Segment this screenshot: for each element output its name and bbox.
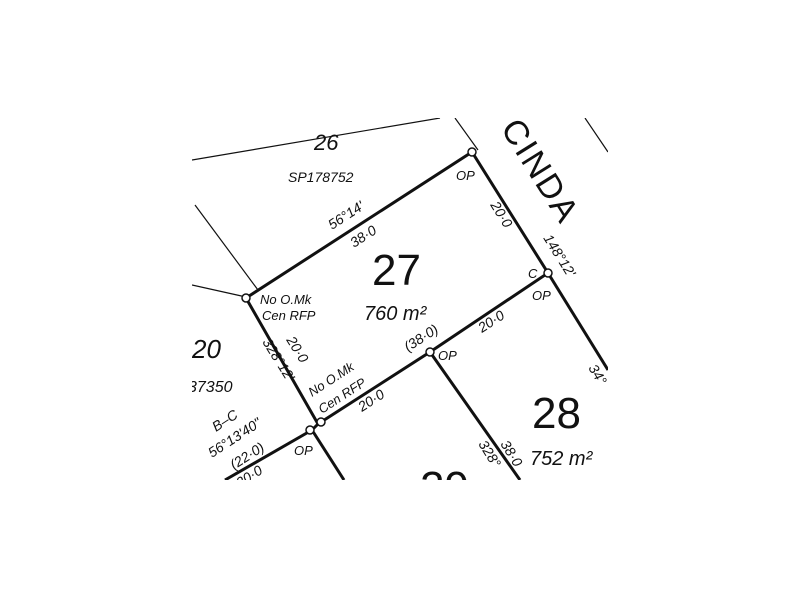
lot28-west-bearing: 328°	[475, 437, 504, 470]
boundary-lot26-lot20	[192, 284, 247, 298]
pin-east	[543, 268, 553, 278]
boundary-lower-left	[224, 428, 313, 480]
lot28-area: 752 m²	[530, 448, 594, 470]
lot29-number: 29	[420, 463, 469, 512]
pin-lower-left	[305, 425, 315, 435]
lot26-plan: SP178752	[288, 169, 354, 185]
boundary-lot26-north	[192, 118, 441, 161]
mark-c: C	[528, 266, 538, 281]
lot27-number: 27	[372, 246, 421, 295]
lot20-plan: 37350	[188, 379, 233, 396]
lot20-number: 20	[191, 334, 221, 364]
no-mark-west-1: No O.Mk	[260, 292, 313, 307]
boundary-lot27	[244, 149, 551, 427]
boundary-lot26-west	[194, 204, 259, 291]
pin-south-mid	[425, 347, 435, 357]
pin-west	[241, 293, 251, 303]
op-north: OP	[456, 168, 475, 183]
pin-north	[467, 147, 477, 157]
boundary-lot28-west	[428, 351, 522, 480]
pin-south-west	[316, 417, 326, 427]
op-lower-left: OP	[294, 443, 313, 458]
op-south-mid: OP	[438, 348, 457, 363]
lot28-number: 28	[532, 389, 581, 438]
lot27-south-length: 20·0	[474, 307, 507, 336]
street-reserve-line	[584, 118, 608, 153]
lot27-area: 760 m²	[364, 303, 428, 325]
lot26-number: 26	[313, 130, 339, 155]
boundary-lot29-west	[310, 429, 346, 480]
boundary-street-east	[546, 272, 608, 371]
lot27-east-length: 20·0	[487, 197, 516, 230]
no-mark-west-2: Cen RFP	[262, 308, 316, 323]
op-east: OP	[532, 288, 551, 303]
street-frontage	[454, 118, 479, 151]
